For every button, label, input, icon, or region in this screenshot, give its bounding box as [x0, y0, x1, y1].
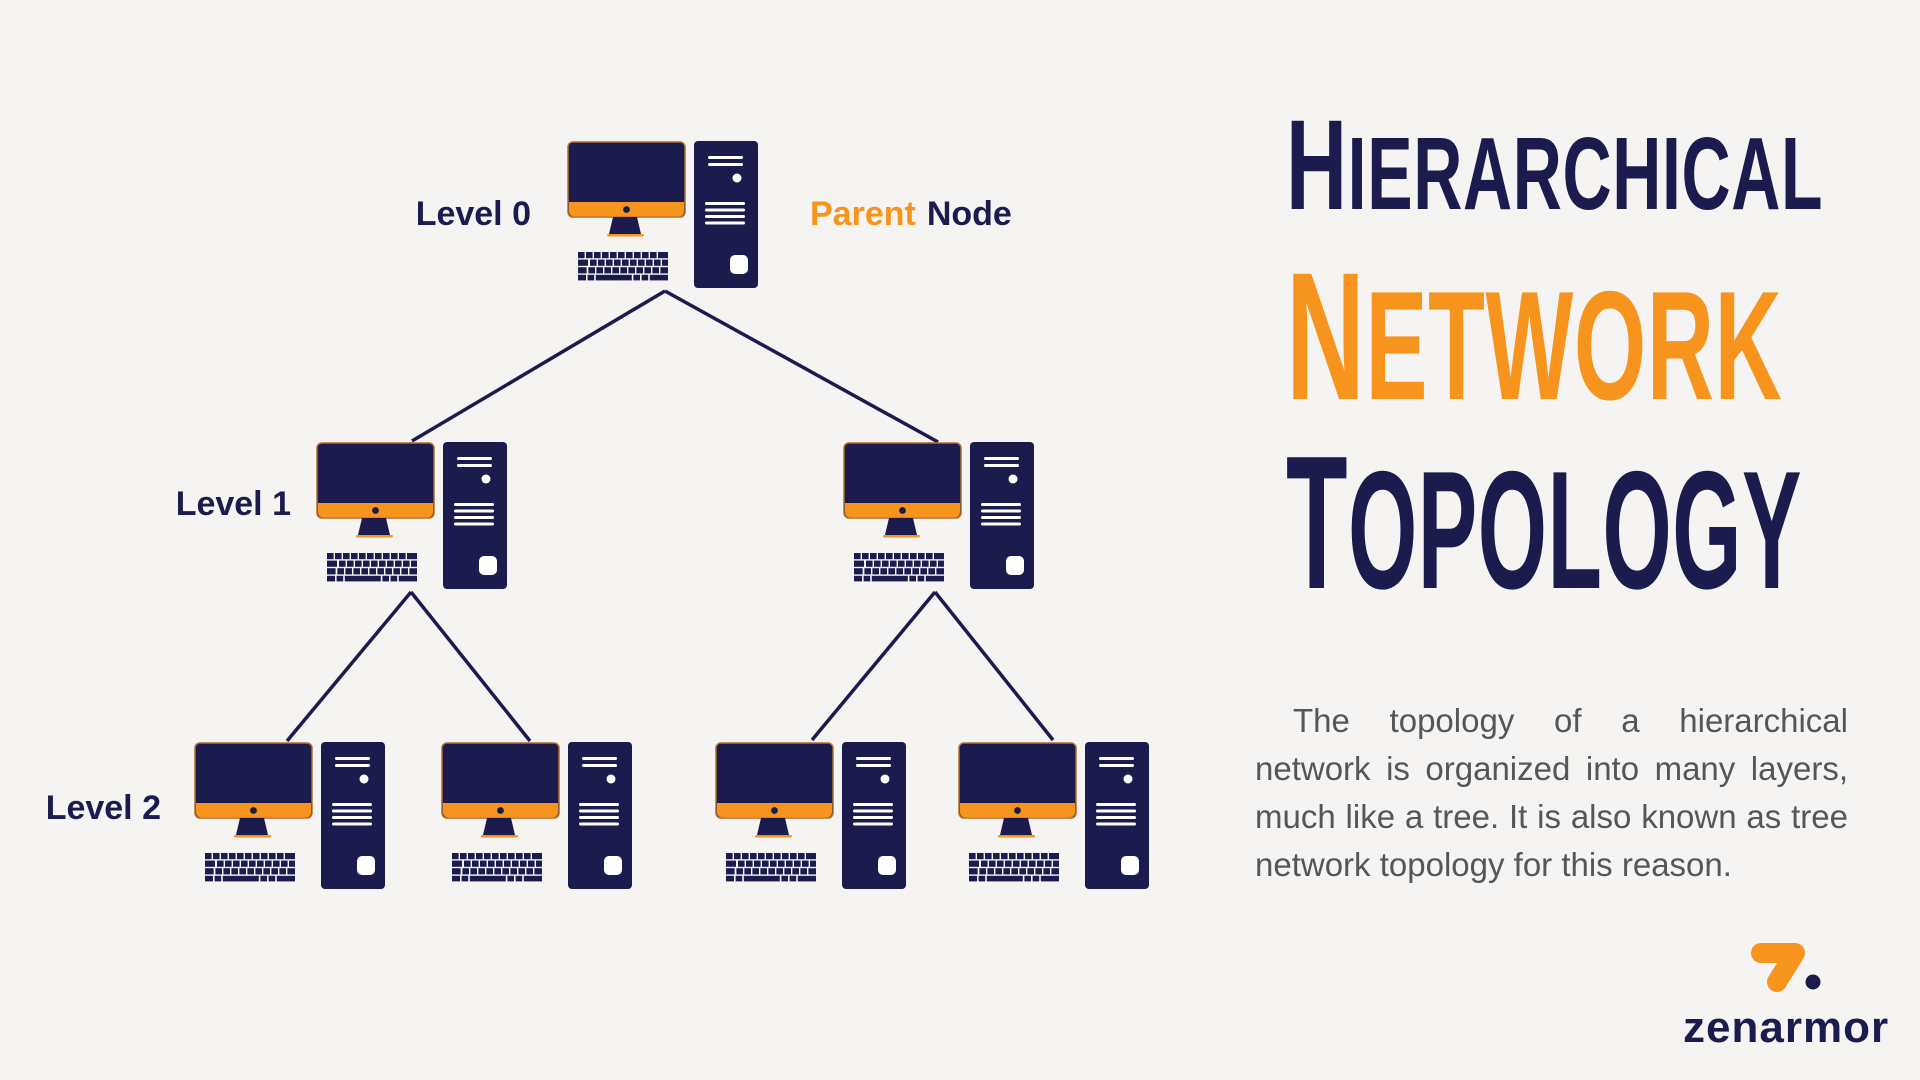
zenarmor-logo-icon [1751, 943, 1821, 992]
computer-node-level1-right [843, 442, 1035, 590]
level-0-label: Level 0 [415, 195, 531, 233]
parent-node-label-word1: Parent [810, 195, 916, 233]
level-1-label: Level 1 [175, 485, 291, 523]
connector-child2-to-leaf4 [933, 590, 1055, 742]
title-line-topology: Topology [1286, 417, 1802, 629]
connector-root-to-child1 [411, 289, 666, 443]
parent-node-label-word2: Node [926, 195, 1012, 233]
computer-node-level2-second [441, 742, 633, 890]
computer-node-level1-left [316, 442, 508, 590]
computer-node-level2-third [715, 742, 907, 890]
computer-node-level2-fourth [958, 742, 1150, 890]
description-paragraph: The topology of a hierarchical network i… [1255, 702, 1848, 883]
connector-root-to-child2 [664, 289, 939, 444]
level-2-label: Level 2 [45, 789, 161, 827]
computer-node-level0-parent [567, 141, 759, 289]
computer-node-level2-first [194, 742, 386, 890]
zenarmor-wordmark: zenarmor [1683, 1003, 1890, 1052]
connector-child1-to-leaf1 [285, 590, 413, 743]
connector-child1-to-leaf2 [409, 590, 532, 743]
title-line-hierarchical: Hierarchical [1286, 94, 1824, 237]
title-line-network: Network [1286, 234, 1783, 438]
connector-child2-to-leaf3 [810, 590, 937, 742]
parent-node-label: Parent Node [810, 197, 1012, 231]
